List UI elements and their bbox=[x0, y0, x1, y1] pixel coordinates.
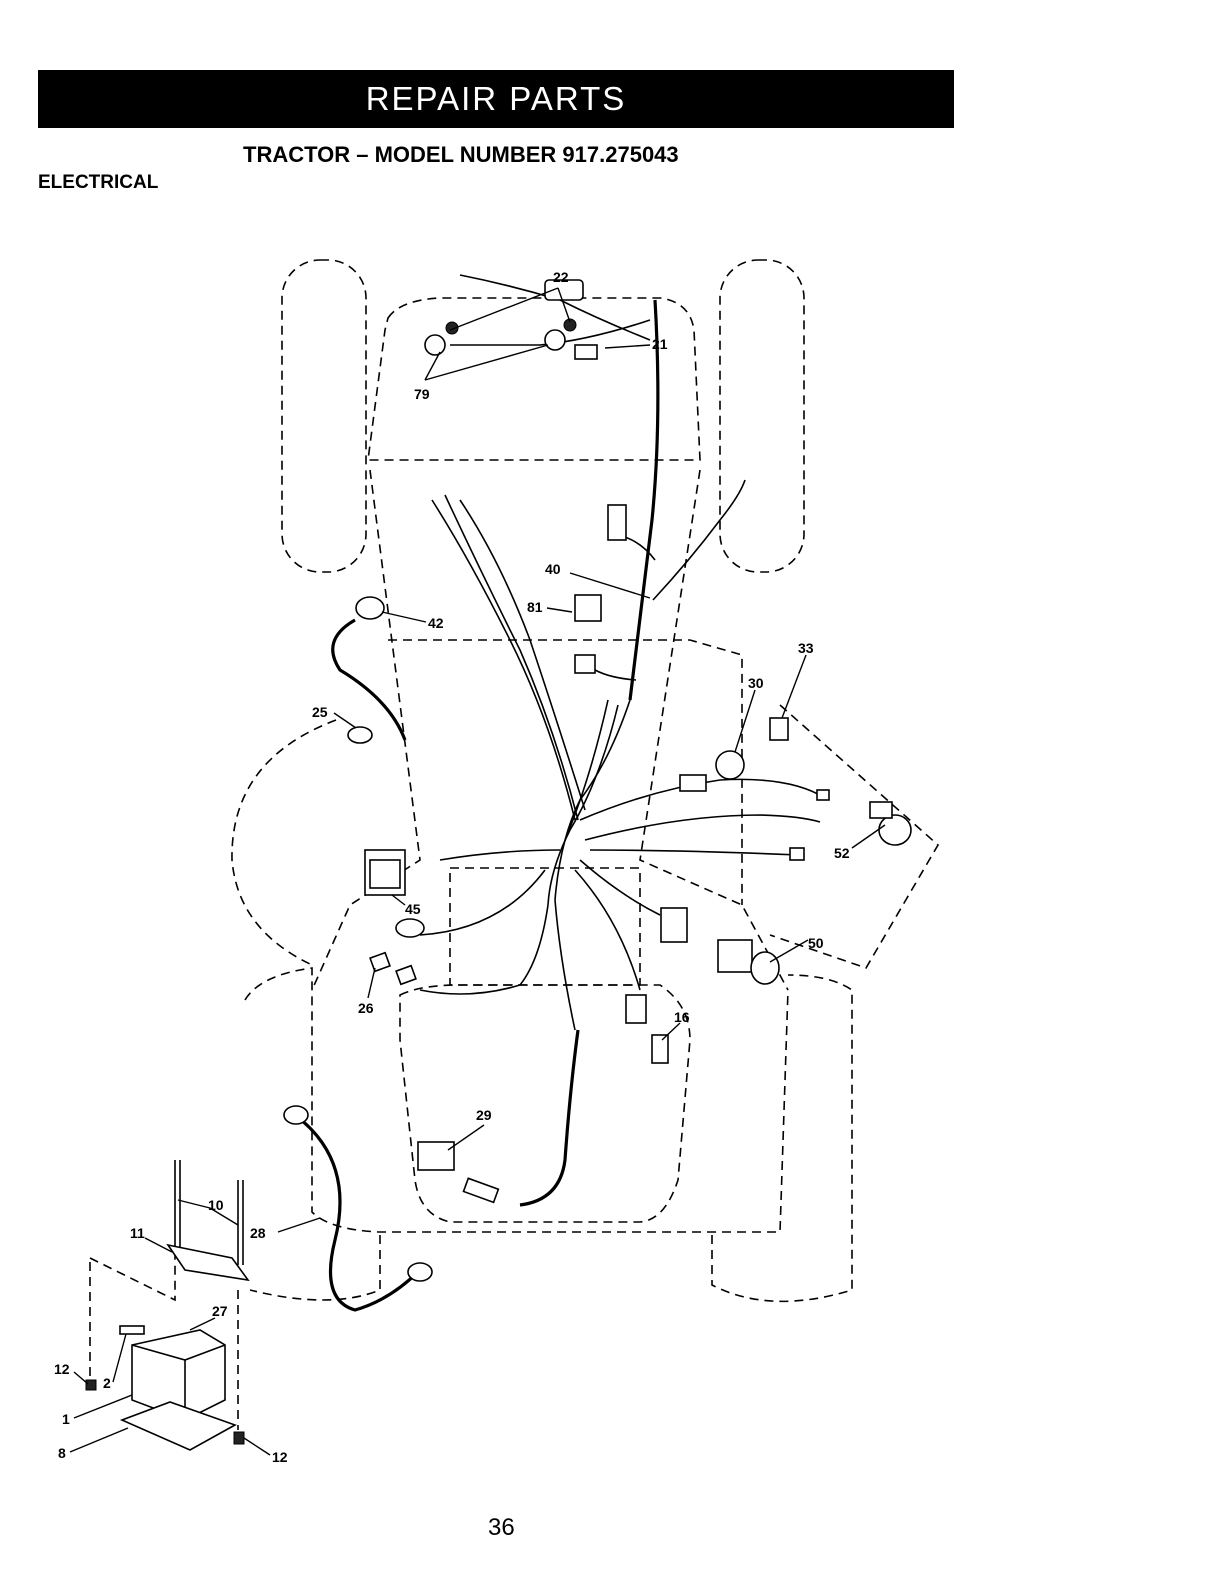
callout-22: 22 bbox=[553, 269, 569, 285]
leader-lines bbox=[70, 288, 885, 1455]
relay-81 bbox=[575, 595, 601, 621]
callout-29: 29 bbox=[476, 1107, 492, 1123]
callout-12-left: 12 bbox=[54, 1361, 70, 1377]
battery-tray-8 bbox=[122, 1402, 235, 1450]
ground-terminal-42 bbox=[356, 597, 384, 619]
left-fender bbox=[232, 720, 336, 965]
callout-28: 28 bbox=[250, 1225, 266, 1241]
page-number: 36 bbox=[488, 1514, 515, 1542]
headlight-left bbox=[425, 335, 445, 355]
callout-21: 21 bbox=[652, 336, 668, 352]
connector-16a bbox=[626, 995, 646, 1023]
callout-labels: 22 21 79 40 81 42 25 33 30 52 45 50 26 1… bbox=[54, 269, 850, 1465]
callout-33: 33 bbox=[798, 640, 814, 656]
callout-27: 27 bbox=[212, 1303, 228, 1319]
battery-tray-outline bbox=[90, 1250, 175, 1300]
fuse-33 bbox=[770, 718, 788, 740]
switch-26a bbox=[370, 953, 390, 972]
callout-79: 79 bbox=[414, 386, 430, 402]
connector-16b bbox=[652, 1035, 668, 1063]
front-right-wheel bbox=[720, 260, 804, 572]
callout-42: 42 bbox=[428, 615, 444, 631]
right-fender bbox=[770, 705, 938, 968]
nut-12-left bbox=[86, 1380, 96, 1390]
front-left-wheel bbox=[282, 260, 366, 572]
hold-down-bracket-11 bbox=[168, 1245, 248, 1280]
battery-cable bbox=[295, 1115, 420, 1310]
rear-right-wheel bbox=[712, 975, 852, 1301]
callout-50: 50 bbox=[808, 935, 824, 951]
ignition-switch-30 bbox=[716, 751, 744, 779]
harness-loom-rear bbox=[520, 1030, 578, 1205]
callout-40: 40 bbox=[545, 561, 561, 577]
hood-outline bbox=[368, 298, 700, 460]
headlight-right bbox=[545, 330, 565, 350]
callout-11: 11 bbox=[130, 1225, 145, 1241]
callout-16: 16 bbox=[674, 1009, 690, 1025]
callout-12-right: 12 bbox=[272, 1449, 288, 1465]
callout-2: 2 bbox=[103, 1375, 111, 1391]
parts bbox=[86, 280, 911, 1450]
switch-50 bbox=[718, 940, 752, 972]
rear-left-wheel bbox=[250, 1235, 380, 1300]
nut-12-right bbox=[234, 1432, 244, 1444]
callout-45: 45 bbox=[405, 901, 421, 917]
switch-29 bbox=[418, 1142, 454, 1170]
callout-1: 1 bbox=[62, 1411, 70, 1427]
callout-30: 30 bbox=[748, 675, 764, 691]
callout-10: 10 bbox=[208, 1197, 224, 1213]
callout-8: 8 bbox=[58, 1445, 66, 1461]
callout-81: 81 bbox=[527, 599, 543, 615]
connector-21 bbox=[575, 345, 597, 359]
callout-52: 52 bbox=[834, 845, 850, 861]
callout-25: 25 bbox=[312, 704, 328, 720]
switch-26b bbox=[396, 966, 416, 985]
bulb-52 bbox=[879, 815, 911, 845]
callout-26: 26 bbox=[358, 1000, 374, 1016]
bolt-2 bbox=[120, 1326, 144, 1334]
ground-cable bbox=[333, 620, 405, 740]
terminal-25 bbox=[348, 727, 372, 743]
wiring-harness bbox=[295, 275, 825, 1310]
rear-deck bbox=[245, 968, 788, 1232]
